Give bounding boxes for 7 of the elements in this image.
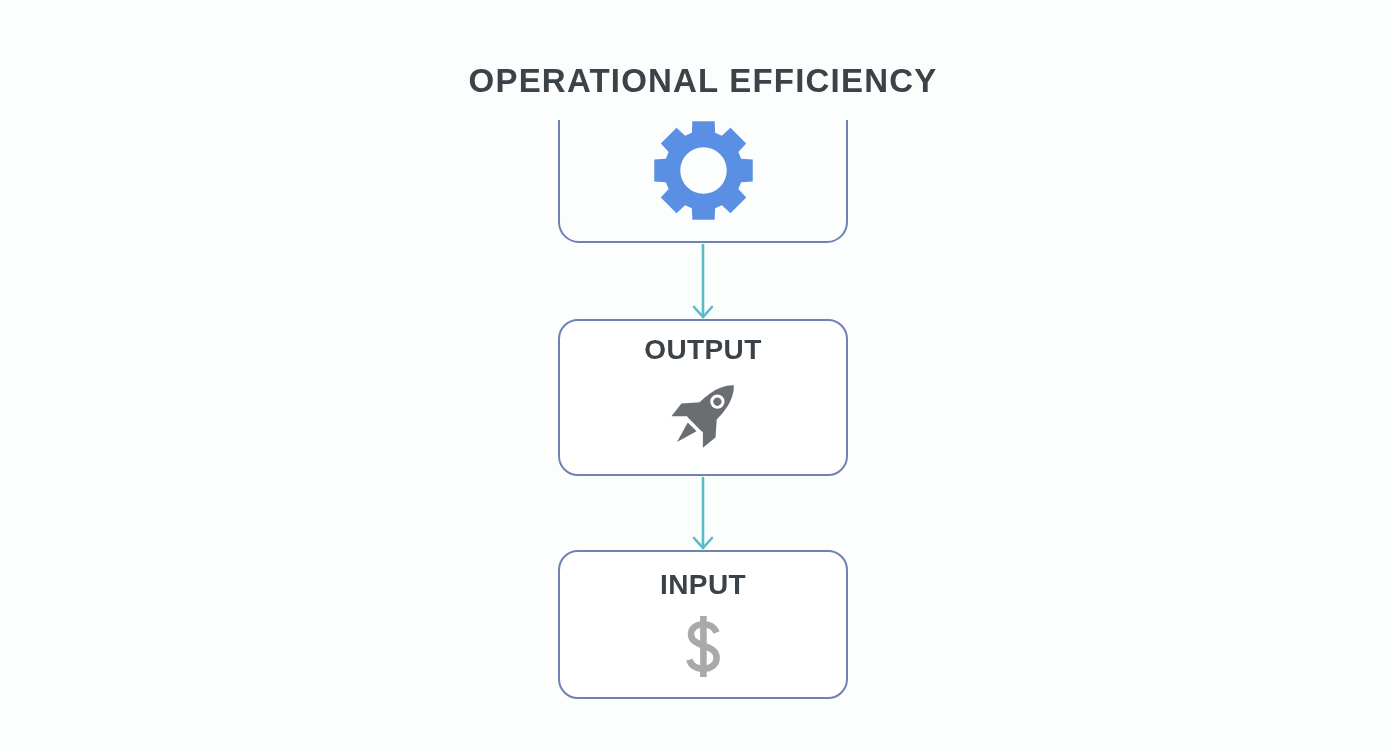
arrow xyxy=(692,476,714,550)
box-heading: OUTPUT xyxy=(644,333,762,367)
process-box xyxy=(558,550,848,699)
process-box xyxy=(558,319,848,476)
arrow xyxy=(692,243,714,319)
box-heading: OPERATIONAL EFFICIENCY xyxy=(468,61,938,101)
box-heading: INPUT xyxy=(660,568,746,602)
